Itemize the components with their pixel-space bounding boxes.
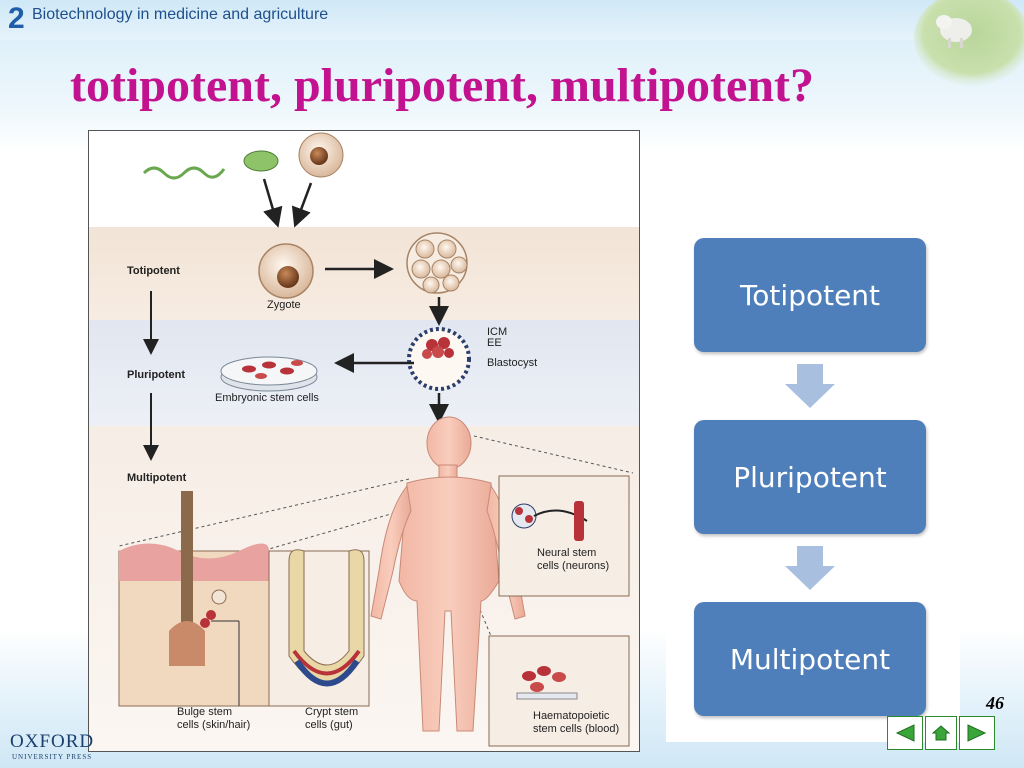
- neural-label-line2: cells (neurons): [537, 560, 610, 572]
- slide-navigation: [887, 716, 995, 750]
- skin-hair-diagram: [118, 491, 270, 707]
- triangle-right-icon: [967, 724, 987, 742]
- pluripotent-band: [89, 320, 639, 426]
- publisher-subtitle: UNIVERSITY PRESS: [12, 753, 93, 761]
- down-arrow-icon: [785, 364, 835, 408]
- zygote-icon: [258, 243, 314, 299]
- home-icon: [931, 725, 951, 741]
- flow-box-label: Multipotent: [729, 642, 891, 676]
- flow-box-label: Pluripotent: [733, 460, 887, 494]
- potency-flowchart: Totipotent Pluripotent Multipotent: [666, 216, 960, 742]
- next-slide-button[interactable]: [959, 716, 995, 750]
- triangle-left-icon: [895, 724, 915, 742]
- flow-box-label: Totipotent: [739, 278, 881, 312]
- sperm-icon: [142, 150, 279, 180]
- page-number: 46: [986, 693, 1004, 713]
- prev-slide-button[interactable]: [887, 716, 923, 750]
- chapter-number: 2: [8, 2, 25, 35]
- publisher-logo: OXFORD: [10, 731, 95, 752]
- bulge-label-line2: cells (skin/hair): [177, 719, 251, 731]
- neural-label-line1: Neural stem: [537, 547, 597, 559]
- flow-box-totipotent: Totipotent: [694, 238, 926, 352]
- embryonic-stem-cells-label: Embryonic stem cells: [215, 392, 319, 404]
- slide-title: totipotent, pluripotent, multipotent?: [70, 59, 814, 112]
- stem-cell-figure: Totipotent Pluripotent Multipotent Zygot…: [88, 130, 640, 752]
- egg-cell-icon: [298, 132, 344, 178]
- blastocyst-label: Blastocyst: [487, 357, 538, 369]
- icm-label: ICM: [487, 326, 508, 338]
- crypt-label-line1: Crypt stem: [305, 706, 359, 718]
- totipotent-band: [89, 227, 639, 320]
- level-label-pluripotent: Pluripotent: [127, 369, 186, 381]
- morula-icon: [406, 232, 468, 294]
- level-label-totipotent: Totipotent: [127, 265, 180, 277]
- petri-dish-icon: [220, 356, 318, 392]
- haem-label-line1: Haematopoietic: [533, 710, 610, 722]
- bulge-label-line1: Bulge stem: [177, 706, 233, 718]
- crypt-label-line2: cells (gut): [305, 719, 353, 731]
- haem-label-line2: stem cells (blood): [533, 723, 620, 735]
- gut-crypt-diagram: [268, 549, 370, 707]
- ee-label: EE: [487, 337, 502, 349]
- header-band: [0, 0, 1024, 40]
- blood-diagram: [488, 635, 630, 747]
- lamb-photo: [914, 0, 1024, 86]
- chapter-title: Biotechnology in medicine and agricultur…: [32, 6, 329, 23]
- neural-diagram: [498, 475, 630, 597]
- home-button[interactable]: [925, 716, 957, 750]
- level-label-multipotent: Multipotent: [127, 472, 187, 484]
- flow-box-multipotent: Multipotent: [694, 602, 926, 716]
- zygote-label: Zygote: [267, 299, 301, 311]
- blastocyst-icon: [407, 327, 471, 391]
- flow-box-pluripotent: Pluripotent: [694, 420, 926, 534]
- figure-drawing: [118, 132, 634, 747]
- down-arrow-icon: [785, 546, 835, 590]
